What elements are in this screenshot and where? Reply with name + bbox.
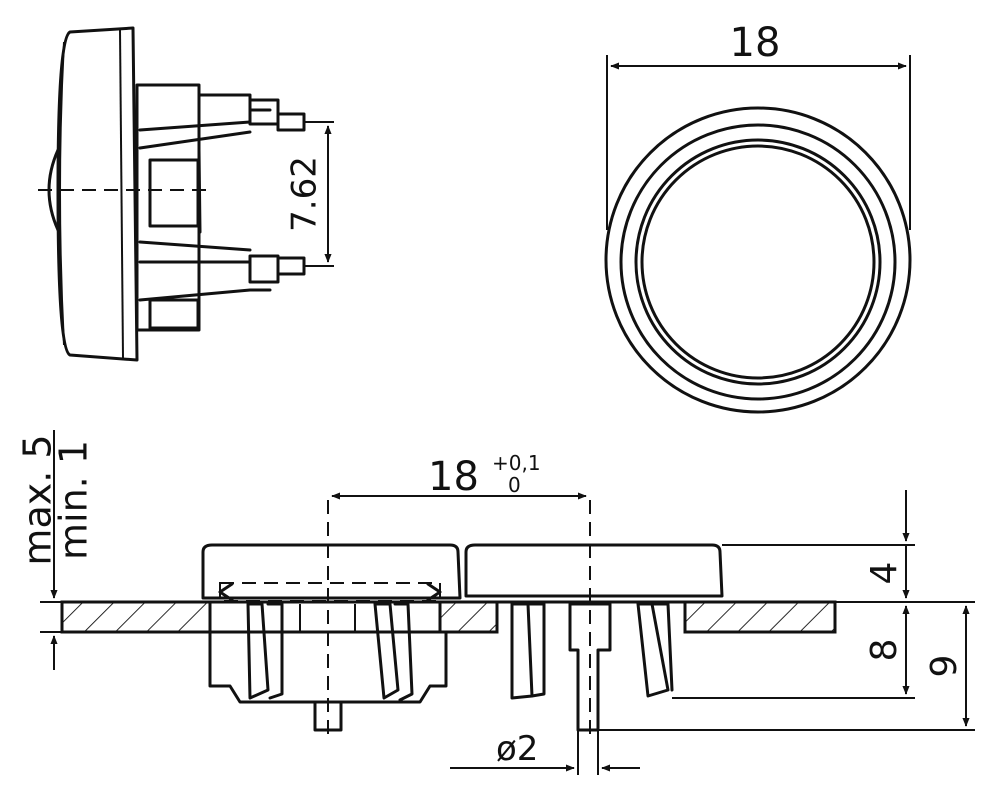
top-view: 18 [604,20,912,414]
tolerance-lower: 0 [508,473,521,497]
pin-diameter-label: ø2 [496,729,538,769]
body-depth-label: 8 [864,639,905,662]
diameter-dimension-label: 18 [730,20,781,66]
cap-height-label: 4 [864,562,905,585]
tolerance-upper: +0,1 [492,451,541,475]
cutout-dimension-label: 18 [428,454,479,500]
panel-min-label: min. 1 [52,440,96,560]
pin-depth-label: 9 [924,655,965,678]
side-view: 7.62 [38,26,334,362]
panel-max-label: max. 5 [16,434,60,565]
pitch-dimension-label: 7.62 [285,156,325,232]
panel-right [683,600,837,634]
panel-mid [438,600,499,634]
section-view: 18 +0,1 0 max. 5 min. 1 4 8 9 ø2 [16,430,975,775]
panel-left [60,600,212,634]
